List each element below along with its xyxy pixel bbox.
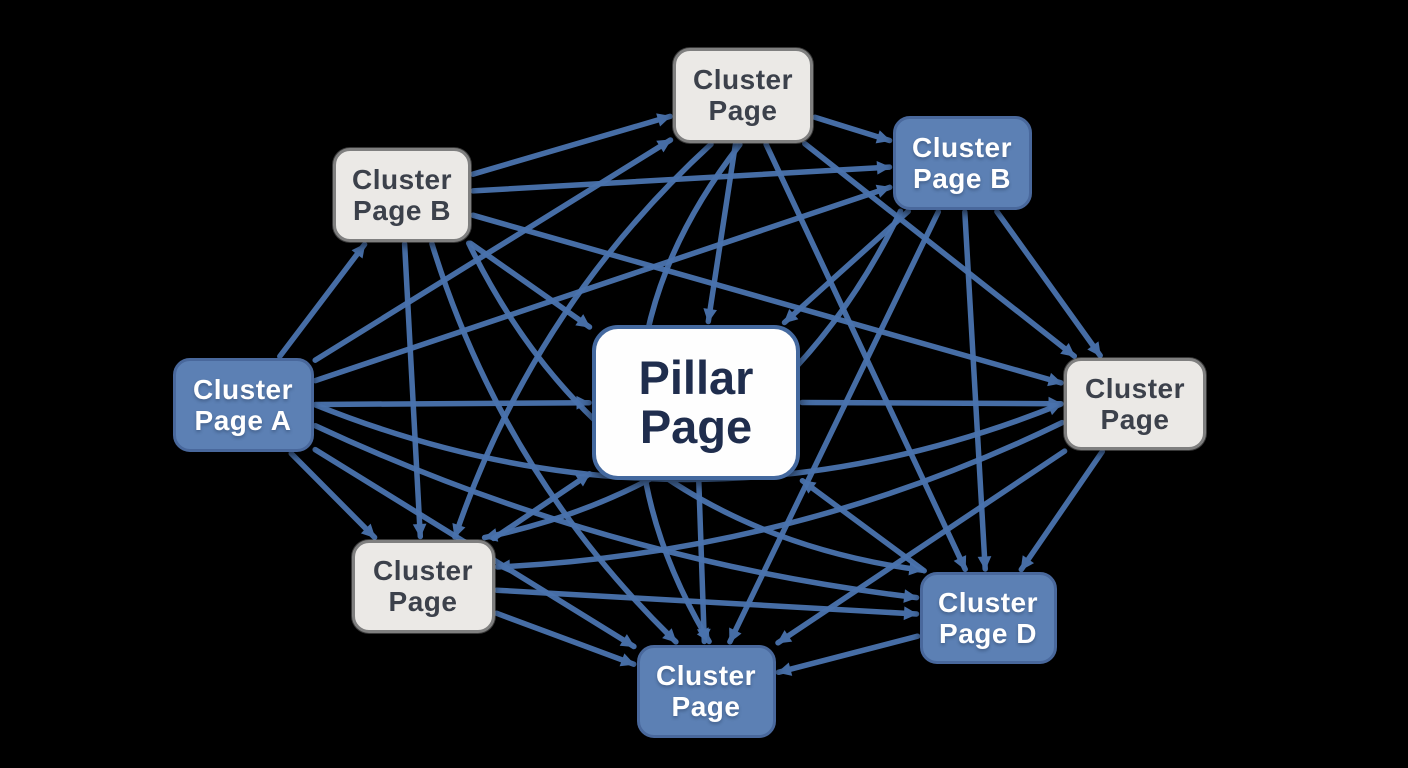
node-label-line: Page bbox=[388, 586, 458, 617]
edge-cluster-upper-left-b-to-cluster-top bbox=[470, 113, 673, 177]
edge-cluster-upper-left-b-to-cluster-bottom bbox=[429, 240, 679, 645]
edge-cluster-top-right-b-to-cluster-right bbox=[994, 208, 1103, 359]
edge-cluster-lower-left-to-pillar bbox=[490, 471, 593, 542]
edge-cluster-left-a-to-cluster-lower-left bbox=[288, 450, 378, 541]
node-label-line: Page B bbox=[353, 195, 451, 226]
edge-cluster-upper-left-b-to-cluster-right bbox=[470, 212, 1064, 387]
node-label-line: Page A bbox=[194, 405, 292, 436]
edge-cluster-top-right-b-to-cluster-bottom bbox=[727, 209, 942, 645]
edge-cluster-top-to-cluster-right bbox=[802, 140, 1078, 359]
node-label-line: Page B bbox=[913, 163, 1011, 194]
edge-cluster-lower-left-to-cluster-bottom bbox=[493, 610, 637, 667]
edge-cluster-top-right-b-to-pillar bbox=[781, 208, 911, 326]
node-label-line: Cluster bbox=[352, 163, 452, 195]
node-label-line: Cluster bbox=[912, 131, 1012, 163]
edge-cluster-upper-left-b-to-cluster-lower-left bbox=[401, 241, 427, 540]
node-label-line: Page bbox=[708, 95, 778, 126]
node-label-line: Page D bbox=[939, 618, 1037, 649]
edge-cluster-top-to-cluster-top-right-b bbox=[812, 114, 893, 144]
edge-cluster-upper-left-b-to-cluster-top-right-b bbox=[470, 160, 893, 194]
node-label-line: Cluster bbox=[1085, 372, 1185, 404]
node-label-line: Pillar bbox=[638, 350, 754, 404]
edge-cluster-lower-left-to-cluster-bottom-right-d bbox=[493, 587, 920, 621]
edge-cluster-left-a-to-cluster-upper-left-b bbox=[277, 241, 368, 360]
edge-cluster-top-to-cluster-lower-left bbox=[452, 141, 714, 540]
node-label-line: Page bbox=[1100, 404, 1170, 435]
node-label-line: Page bbox=[639, 400, 753, 453]
edge-cluster-left-a-to-cluster-bottom-right-d bbox=[312, 422, 920, 603]
node-label-line: Page bbox=[671, 691, 741, 722]
edge-cluster-right-to-cluster-bottom-right-d bbox=[1018, 448, 1106, 573]
edge-cluster-upper-left-b-to-pillar bbox=[467, 240, 593, 330]
node-label-line: Cluster bbox=[938, 586, 1038, 618]
node-label-line: Cluster bbox=[693, 63, 793, 95]
edge-cluster-left-a-to-cluster-top bbox=[312, 137, 674, 363]
node-label-line: Cluster bbox=[656, 659, 756, 691]
edge-cluster-bottom-right-d-to-cluster-bottom bbox=[775, 633, 921, 676]
edge-cluster-left-a-to-pillar bbox=[312, 395, 592, 410]
edge-cluster-right-to-cluster-lower-left bbox=[494, 419, 1065, 574]
edge-pillar-to-cluster-right bbox=[799, 396, 1064, 411]
node-label-line: Cluster bbox=[193, 373, 293, 405]
node-label-line: Cluster bbox=[373, 554, 473, 586]
